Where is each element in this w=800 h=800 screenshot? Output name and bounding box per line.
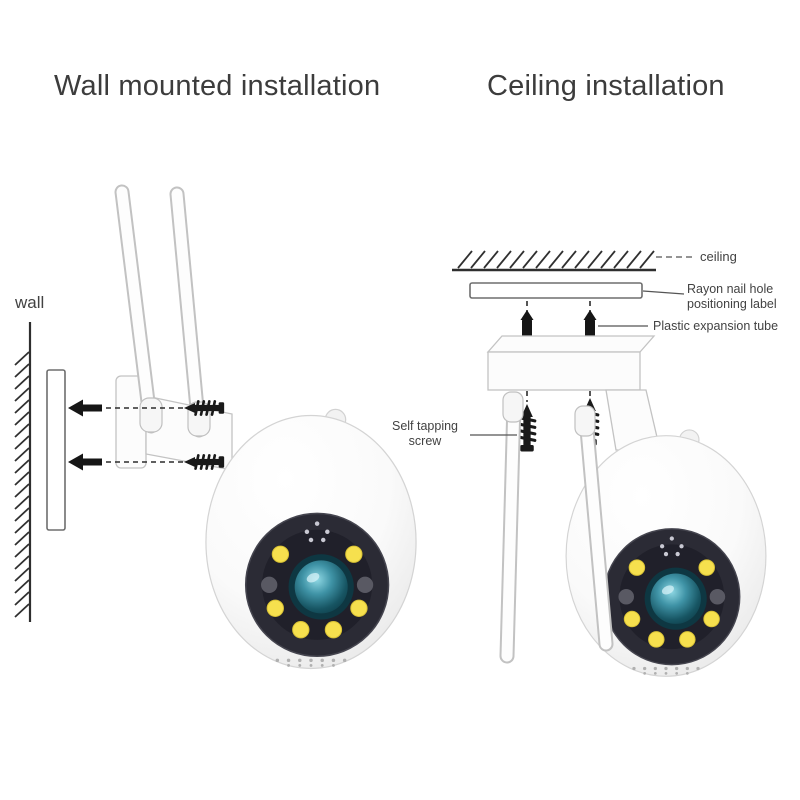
- wall-surface-label: wall: [15, 293, 45, 312]
- ceiling-camera-antennas: [499, 391, 614, 664]
- ceiling-surface-hatch: [452, 250, 656, 272]
- self-tapping-screw-caption: Self tapping screw: [391, 419, 459, 448]
- positioning-label-caption: Rayon nail hole positioning label: [687, 282, 777, 311]
- antenna-joint: [139, 397, 163, 433]
- wall-anchor-arrows: [68, 399, 102, 471]
- leader-lines: [470, 256, 694, 436]
- ceiling-installation-title: Ceiling installation: [487, 70, 725, 102]
- wall-mounting-plate: [46, 369, 66, 531]
- ceiling-surface-label: ceiling: [700, 249, 737, 264]
- ceiling-bracket: [486, 335, 661, 451]
- wall-camera-antennas: [114, 184, 211, 438]
- wall-camera: [205, 408, 417, 670]
- wall-installation-title: Wall mounted installation: [54, 70, 381, 102]
- antenna-joint: [574, 405, 596, 437]
- antenna-joint: [502, 391, 524, 423]
- positioning-label-plate: [469, 282, 643, 299]
- wall-surface-hatch: [14, 322, 32, 622]
- positioning-label-leader-line: [642, 290, 685, 295]
- expansion-tube-caption: Plastic expansion tube: [653, 319, 779, 333]
- wall-alignment-dashed-lines: [106, 407, 184, 463]
